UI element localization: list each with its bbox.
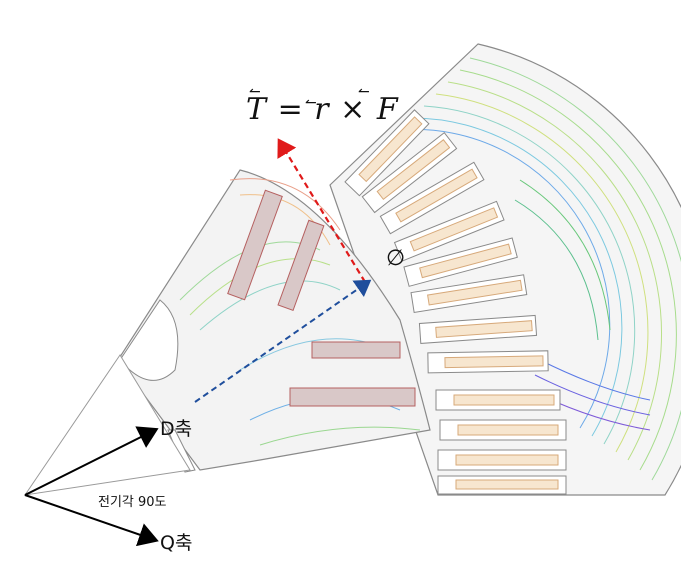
force-symbol: F (376, 92, 399, 127)
q-axis-label: Q축 (160, 532, 193, 554)
radius-symbol: r (314, 92, 330, 127)
cross-sign: × (340, 92, 367, 127)
torque-arrow (277, 138, 366, 283)
vector-mark-f: ↼ (358, 84, 370, 100)
shaft-wedge (23, 354, 191, 496)
electrical-angle-label: 전기각 90도 (98, 495, 167, 510)
equals-sign: = (277, 92, 304, 127)
d-axis-label: D축 (160, 418, 193, 440)
d-axis-arrow (24, 426, 159, 496)
flux-arrow (194, 279, 372, 403)
vector-mark-r: ↼ (305, 95, 317, 111)
vector-mark-t: ↼ (249, 84, 261, 100)
torque-symbol: T (246, 92, 268, 127)
rotor (117, 169, 431, 473)
flux-label: ∅ (386, 246, 406, 271)
torque-equation: T = r × F (246, 92, 399, 127)
q-axis-arrow (24, 494, 159, 547)
